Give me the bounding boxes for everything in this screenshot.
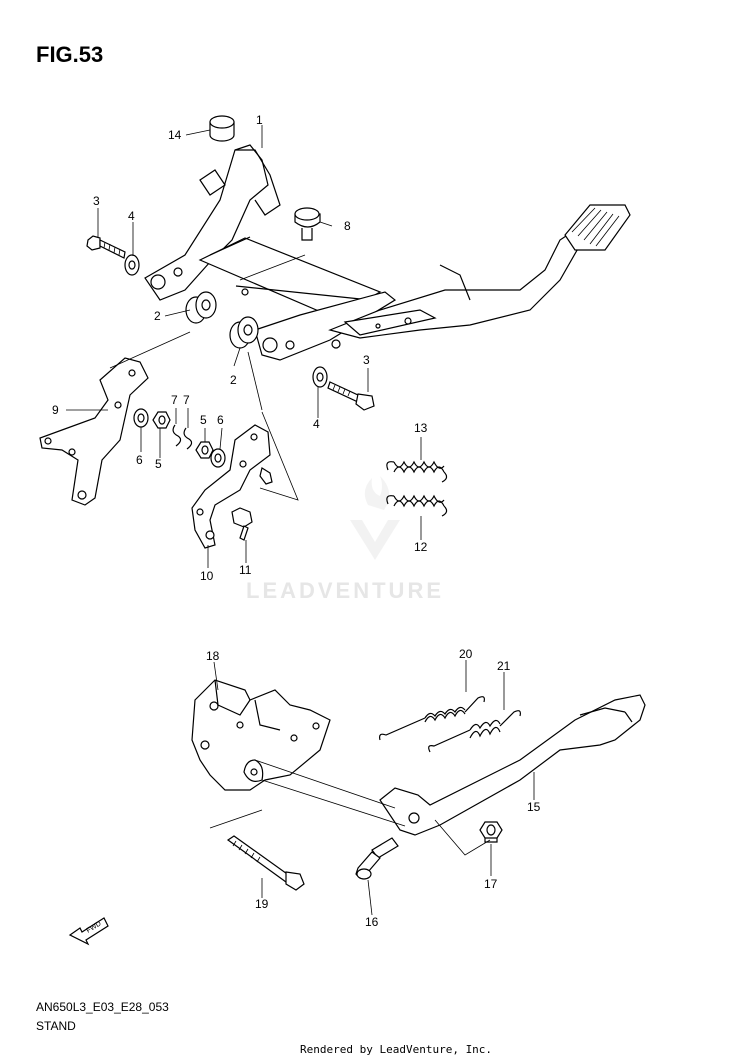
callout-15: 15 [527,800,541,814]
callout-8: 8 [344,219,351,233]
stopper-rubber-8 [294,207,321,241]
washer-6-right [210,448,226,468]
fwd-arrow-icon: FWD [68,917,109,946]
washer-4-right [312,366,328,388]
callout-9: 9 [52,403,59,417]
callout-4-left: 4 [128,209,135,223]
callout-20: 20 [459,647,473,661]
guide-lines-upper [109,254,306,501]
watermark: LEADVENTURE [246,578,445,603]
bolt-16 [355,837,399,880]
callout-2-right: 2 [230,373,237,387]
watermark-logo [350,476,400,560]
callout-21: 21 [497,659,511,673]
nut-17 [479,821,503,843]
callout-18: 18 [206,649,220,663]
bushing-2-right [229,316,259,349]
callout-12: 12 [414,540,428,554]
callout-1: 1 [256,113,263,127]
callout-2-left: 2 [154,309,161,323]
nut-5-right [195,441,214,459]
callout-14: 14 [168,128,182,142]
bushing-2-left [185,291,217,324]
callout-17: 17 [484,877,498,891]
callout-11: 11 [239,563,252,577]
stopper-rubber-14 [209,115,235,142]
bolt-19 [226,835,305,891]
callout-numbers: 1 14 3 4 8 2 2 3 4 9 7 7 5 6 6 5 13 12 1… [52,113,541,929]
spring-20 [379,696,485,741]
side-stand-bracket-18 [191,679,331,791]
figure-title: FIG.53 [36,42,104,67]
callout-3-right: 3 [363,353,370,367]
callout-7-b: 7 [183,393,190,407]
guide-lines-lower [209,759,491,856]
bracket-10 [191,424,273,549]
spring-21 [428,710,521,753]
rendered-by-credit: Rendered by LeadVenture, Inc. [300,1043,493,1056]
washer-4-left [124,254,140,276]
clip-7-a [172,424,182,447]
callout-10: 10 [200,569,214,583]
center-stand-frame [144,144,631,361]
callout-16: 16 [365,915,379,929]
callout-7-a: 7 [171,393,178,407]
callout-19: 19 [255,897,269,911]
callout-13: 13 [414,421,428,435]
clip-7-b [183,427,193,450]
bolt-3-right [327,381,375,411]
callout-6-right: 6 [217,413,224,427]
spring-12 [386,494,448,517]
callout-5-left: 5 [155,457,162,471]
bolt-11 [231,507,253,541]
callout-4-right: 4 [313,417,320,431]
washer-6-left [133,408,149,428]
nut-5-left [152,411,171,429]
spring-13 [386,460,448,483]
diagram-code: AN650L3_E03_E28_053 [36,1000,169,1014]
bolt-3-left [86,235,126,259]
diagram-caption: STAND [36,1019,76,1033]
callout-6-left: 6 [136,453,143,467]
side-stand-15 [379,694,646,836]
callout-5-right: 5 [200,413,207,427]
leader-lines [66,125,535,916]
bracket-9 [39,357,149,506]
callout-3-left: 3 [93,194,100,208]
